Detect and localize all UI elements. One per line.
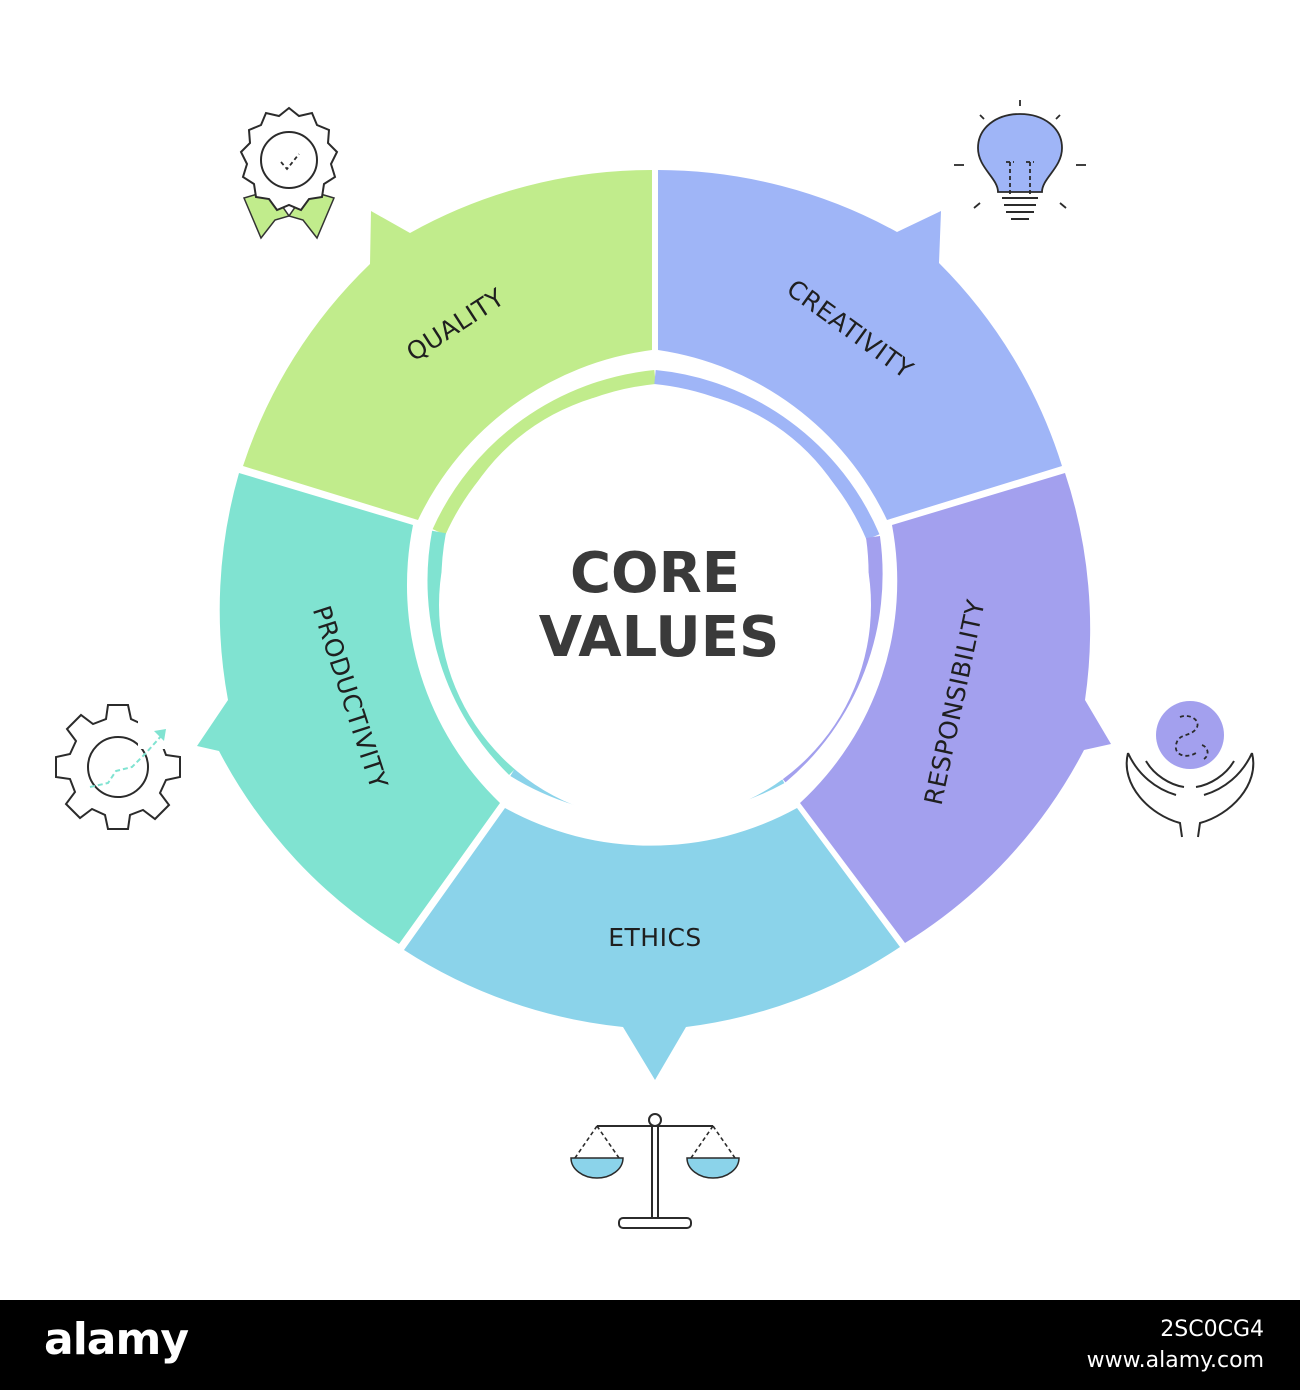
gear-growth-icon [55,704,181,830]
footer-site: www.alamy.com [1086,1348,1264,1373]
balance-scale-icon [570,1113,740,1229]
segment-responsibility [800,473,1111,943]
center-title-line1: CORE [570,541,740,606]
core-values-diagram: CORE VALUES QUALITY CREATIVITY RESPONSIB… [55,100,1255,1229]
label-ethics: ETHICS [608,923,702,952]
lightbulb-icon [954,100,1086,220]
center-circle [439,389,871,821]
center-title-line2: VALUES [539,605,780,670]
segment-quality [243,169,652,520]
segment-ethics [404,808,900,1080]
footer-logo: alamy [44,1314,189,1365]
footer-info: 2SC0CG4 www.alamy.com [1087,1314,1264,1376]
segments-ring [197,169,1111,1080]
segment-creativity [658,170,1062,520]
footer-image-id: 2SC0CG4 [1160,1317,1264,1342]
award-badge-icon [239,106,339,240]
inner-arc-quality [432,370,656,535]
footer-bar: alamy 2SC0CG4 www.alamy.com [0,1300,1300,1390]
globe-in-hands-icon [1125,701,1255,838]
inner-arc-creativity [654,370,880,540]
segment-productivity [197,473,500,944]
